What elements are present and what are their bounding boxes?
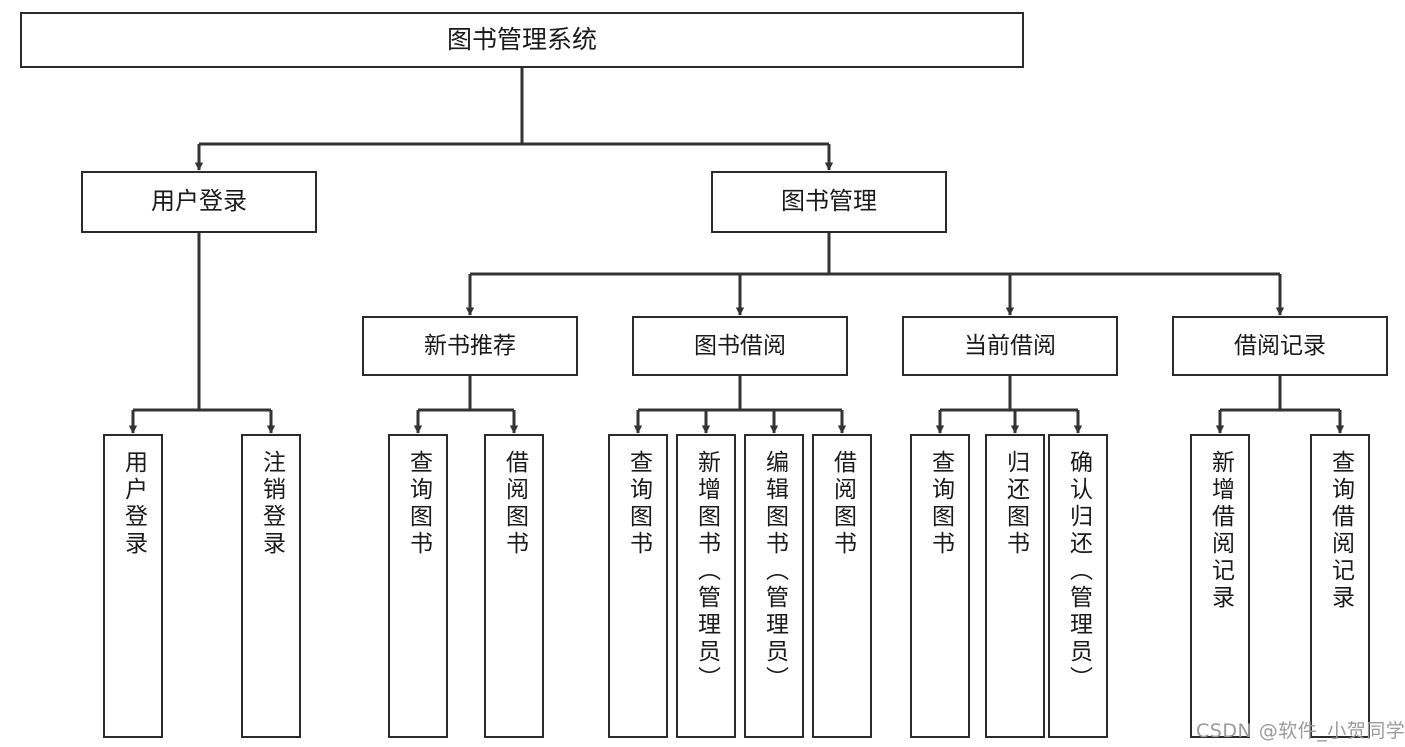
node-current-borrow[interactable]: 当前借阅 [902, 316, 1118, 376]
node-label-leaf-add-record: 新增借阅记录 [1207, 450, 1234, 612]
node-leaf-confirm-return[interactable]: 确认归还（管理员） [1048, 434, 1108, 738]
node-leaf-borrow-book-rec[interactable]: 借阅图书 [484, 434, 544, 738]
node-label-leaf-add-book: 新增图书（管理员） [693, 450, 720, 693]
node-leaf-user-login[interactable]: 用户登录 [103, 434, 163, 738]
node-label-leaf-query-record: 查询借阅记录 [1327, 450, 1354, 612]
node-leaf-add-record[interactable]: 新增借阅记录 [1190, 434, 1250, 738]
node-leaf-query-book-borrow[interactable]: 查询图书 [608, 434, 668, 738]
node-label-borrow-record: 借阅记录 [1234, 332, 1326, 359]
node-leaf-add-book[interactable]: 新增图书（管理员） [676, 434, 736, 738]
node-leaf-query-book-current[interactable]: 查询图书 [910, 434, 970, 738]
node-label-root: 图书管理系统 [446, 24, 597, 54]
node-label-new-book-rec: 新书推荐 [424, 332, 516, 359]
node-leaf-return-book[interactable]: 归还图书 [985, 434, 1045, 738]
node-new-book-rec[interactable]: 新书推荐 [362, 316, 578, 376]
node-label-leaf-query-book-borrow: 查询图书 [625, 450, 652, 558]
node-label-current-borrow: 当前借阅 [964, 332, 1056, 359]
node-label-leaf-edit-book: 编辑图书（管理员） [761, 450, 788, 693]
node-label-leaf-borrow-book-rec: 借阅图书 [501, 450, 528, 558]
node-leaf-query-book-rec[interactable]: 查询图书 [388, 434, 448, 738]
node-label-book-manage: 图书管理 [781, 187, 877, 216]
node-label-leaf-borrow-book: 借阅图书 [829, 450, 856, 558]
node-leaf-borrow-book[interactable]: 借阅图书 [812, 434, 872, 738]
connector-group [128, 68, 1345, 434]
node-label-leaf-confirm-return: 确认归还（管理员） [1065, 450, 1092, 693]
node-book-borrow[interactable]: 图书借阅 [632, 316, 848, 376]
node-book-manage[interactable]: 图书管理 [711, 171, 947, 233]
node-label-leaf-query-book-rec: 查询图书 [405, 450, 432, 558]
node-label-leaf-return-book: 归还图书 [1002, 450, 1029, 558]
node-leaf-edit-book[interactable]: 编辑图书（管理员） [744, 434, 804, 738]
node-label-book-borrow: 图书借阅 [694, 332, 786, 359]
node-root[interactable]: 图书管理系统 [20, 12, 1024, 68]
csdn-watermark: CSDN @软件_小贺同学 [1196, 720, 1405, 742]
node-label-leaf-user-login: 用户登录 [120, 450, 147, 558]
node-leaf-user-logout[interactable]: 注销登录 [241, 434, 301, 738]
node-user-login[interactable]: 用户登录 [81, 171, 317, 233]
node-label-leaf-query-book-current: 查询图书 [927, 450, 954, 558]
node-label-leaf-user-logout: 注销登录 [258, 450, 285, 558]
node-borrow-record[interactable]: 借阅记录 [1172, 316, 1388, 376]
node-leaf-query-record[interactable]: 查询借阅记录 [1310, 434, 1370, 738]
node-label-user-login: 用户登录 [151, 187, 247, 216]
